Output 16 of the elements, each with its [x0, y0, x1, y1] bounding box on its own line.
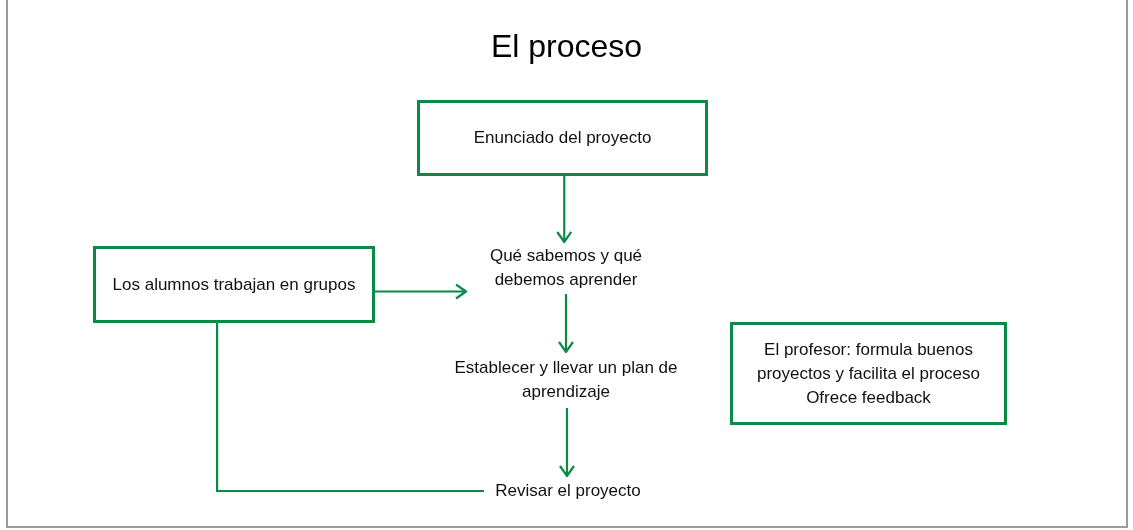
title: El proceso — [489, 27, 644, 66]
node-text: El profesor: formula buenos proyectos y facilita el proceso — [756, 338, 981, 385]
node-text: Qué sabemos y qué debemos aprender — [488, 245, 644, 291]
node-text: Enunciado del proyecto — [473, 127, 652, 149]
node-text: Los alumnos trabajan en grupos — [112, 273, 356, 296]
arrow — [556, 176, 573, 244]
node-text: Ofrece feedback — [806, 386, 931, 409]
arrow — [375, 283, 468, 300]
connector-line — [216, 323, 484, 493]
process-box — [417, 100, 708, 176]
process-box — [730, 322, 1007, 425]
node-text: Establecer y llevar un plan de aprendizaje — [453, 357, 679, 403]
process-box — [93, 246, 375, 323]
arrow — [557, 294, 575, 354]
node-text: Revisar el proyecto — [495, 480, 641, 502]
arrow — [558, 408, 576, 478]
